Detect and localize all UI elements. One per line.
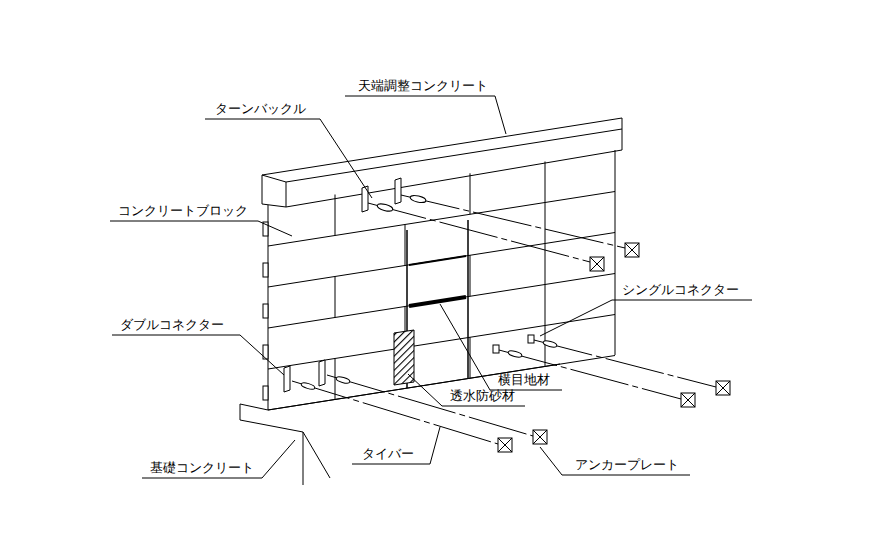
joint-material <box>409 297 466 306</box>
anchor-plate <box>716 381 730 395</box>
block-joint <box>470 255 471 296</box>
part-label: ダブルコネクター <box>120 317 224 333</box>
anchor-plate <box>716 381 730 395</box>
foundation-edge <box>303 432 330 478</box>
anchor-plate <box>625 243 639 257</box>
leader-line <box>352 427 440 464</box>
block-joint <box>268 192 615 247</box>
part-label: 天端調整コンクリート <box>358 78 488 94</box>
block-joint <box>335 195 336 236</box>
turnbuckle <box>410 194 427 203</box>
part-label: 透水防砂材 <box>450 388 515 404</box>
leader-lines <box>110 96 752 478</box>
coping-end <box>262 175 286 207</box>
turnbuckle <box>543 340 558 348</box>
anchor-plate <box>590 257 604 271</box>
block-joint <box>545 203 546 244</box>
block-joint <box>545 285 546 326</box>
anchor-plate <box>498 438 512 452</box>
double-connector <box>284 366 290 392</box>
anchor-plate <box>590 257 604 271</box>
part-label: 基礎コンクリート <box>150 460 254 476</box>
anchor-plate <box>681 393 695 407</box>
tie-bar <box>534 340 716 387</box>
double-connector <box>395 178 401 204</box>
tie-bar <box>499 350 681 399</box>
block-notch <box>263 304 268 318</box>
turnbuckle <box>301 382 316 391</box>
joint-material <box>409 256 466 265</box>
tie-bars <box>292 195 716 444</box>
leader-line <box>540 300 752 336</box>
block-joint <box>470 173 471 214</box>
single-connector <box>493 345 499 353</box>
anchor-plate <box>681 393 695 407</box>
leader-line <box>440 304 562 390</box>
anchor-plates <box>498 243 730 452</box>
part-label: シングルコネクター <box>622 282 739 298</box>
block-joint <box>268 315 615 370</box>
block-notch <box>263 263 268 277</box>
block-notch <box>263 386 268 400</box>
block-joint <box>268 356 615 411</box>
foundation-edge <box>240 420 303 432</box>
cutaway-edge <box>467 220 469 378</box>
cutaway-section <box>394 220 468 388</box>
coping-edge <box>286 129 622 182</box>
concrete-block-wall <box>263 150 615 410</box>
leader-line <box>110 221 292 236</box>
anchor-plate <box>498 438 512 452</box>
leader-line <box>345 96 506 134</box>
leader-line <box>540 447 690 475</box>
leader-line <box>142 440 295 478</box>
block-joint <box>268 233 615 288</box>
turnbuckle <box>508 350 523 358</box>
foundation-edge <box>303 432 304 485</box>
part-label: アンカープレート <box>575 457 679 473</box>
block-joint <box>335 359 336 400</box>
part-label: 横目地材 <box>498 372 550 388</box>
block-joint <box>470 337 471 378</box>
tie-bar <box>368 203 590 262</box>
turnbuckles <box>301 194 558 390</box>
block-joint <box>545 326 546 367</box>
leader-line <box>205 119 372 198</box>
block-joint <box>268 274 615 329</box>
turnbuckle <box>376 203 393 213</box>
block-joint <box>545 162 546 203</box>
leader-line <box>112 335 284 375</box>
single-connector <box>528 335 534 343</box>
anchor-plate <box>533 430 547 444</box>
coping-edge <box>622 118 623 150</box>
double-connector <box>319 360 325 386</box>
anchor-plate <box>533 430 547 444</box>
part-label: タイバー <box>362 446 414 462</box>
part-label: ターンバックル <box>215 101 306 117</box>
block-joint <box>405 225 406 266</box>
coping-edge <box>262 118 622 175</box>
foundation-edge <box>240 404 268 420</box>
tie-bar <box>401 195 625 248</box>
block-joint <box>335 277 336 318</box>
anchor-plate <box>625 243 639 257</box>
coping-concrete <box>262 118 622 207</box>
turnbuckle <box>336 376 351 385</box>
part-label: コンクリートブロック <box>118 203 248 219</box>
connectors <box>284 178 534 392</box>
wall-edge <box>615 150 616 355</box>
